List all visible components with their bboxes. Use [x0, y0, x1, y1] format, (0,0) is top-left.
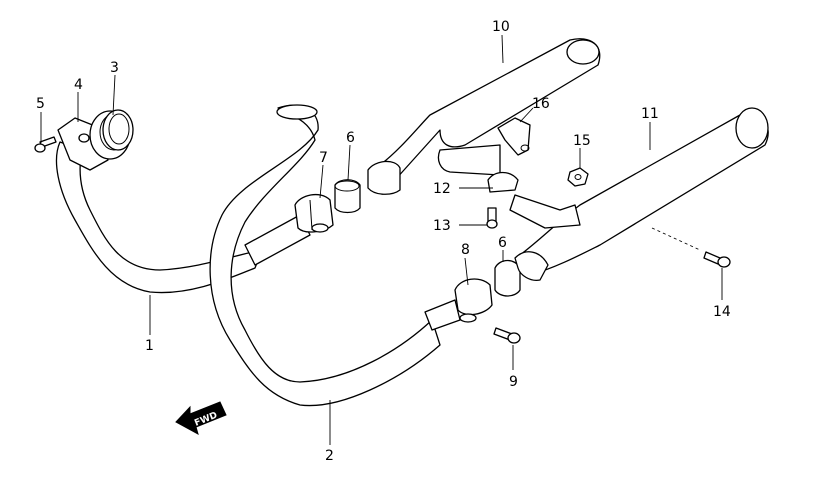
bolt-9 — [493, 327, 521, 344]
clamp-8 — [424, 278, 493, 331]
callout-4: 4 — [74, 77, 83, 93]
callout-7: 7 — [319, 150, 328, 166]
callout-8: 8 — [461, 242, 470, 258]
gasket-6-upper — [334, 179, 361, 214]
bolt-14 — [703, 251, 731, 268]
leader-lines — [40, 34, 723, 445]
bolt-13 — [486, 207, 498, 229]
exhaust-pipe-front — [55, 141, 263, 294]
bolt-5 — [34, 136, 57, 153]
exhaust-flange — [57, 109, 134, 171]
callout-10: 10 — [492, 19, 510, 35]
clamp-7 — [294, 193, 334, 233]
callout-13: 13 — [433, 218, 451, 234]
callout-1: 1 — [145, 338, 154, 354]
callout-5: 5 — [36, 96, 45, 112]
fwd-arrow-icon: FWD — [175, 401, 227, 436]
callout-3: 3 — [110, 60, 119, 76]
callout-14: 14 — [713, 304, 731, 320]
callout-11: 11 — [641, 106, 659, 122]
muffler-11 — [509, 107, 769, 276]
callout-2: 2 — [325, 448, 334, 464]
nut-15 — [567, 167, 589, 187]
callout-6-lower: 6 — [498, 235, 507, 251]
callouts: 1 2 3 4 5 6 7 8 9 10 11 12 13 14 15 16 6 — [36, 19, 731, 464]
bracket-16 — [497, 117, 531, 156]
callout-9: 9 — [509, 374, 518, 390]
exhaust-pipe-rear — [209, 104, 441, 407]
callout-16: 16 — [532, 96, 550, 112]
clamp-12 — [487, 171, 519, 193]
muffler-10 — [367, 38, 601, 195]
callout-12: 12 — [433, 181, 451, 197]
callout-15: 15 — [573, 133, 591, 149]
gasket-6-lower — [494, 251, 549, 297]
callout-6-upper: 6 — [346, 130, 355, 146]
